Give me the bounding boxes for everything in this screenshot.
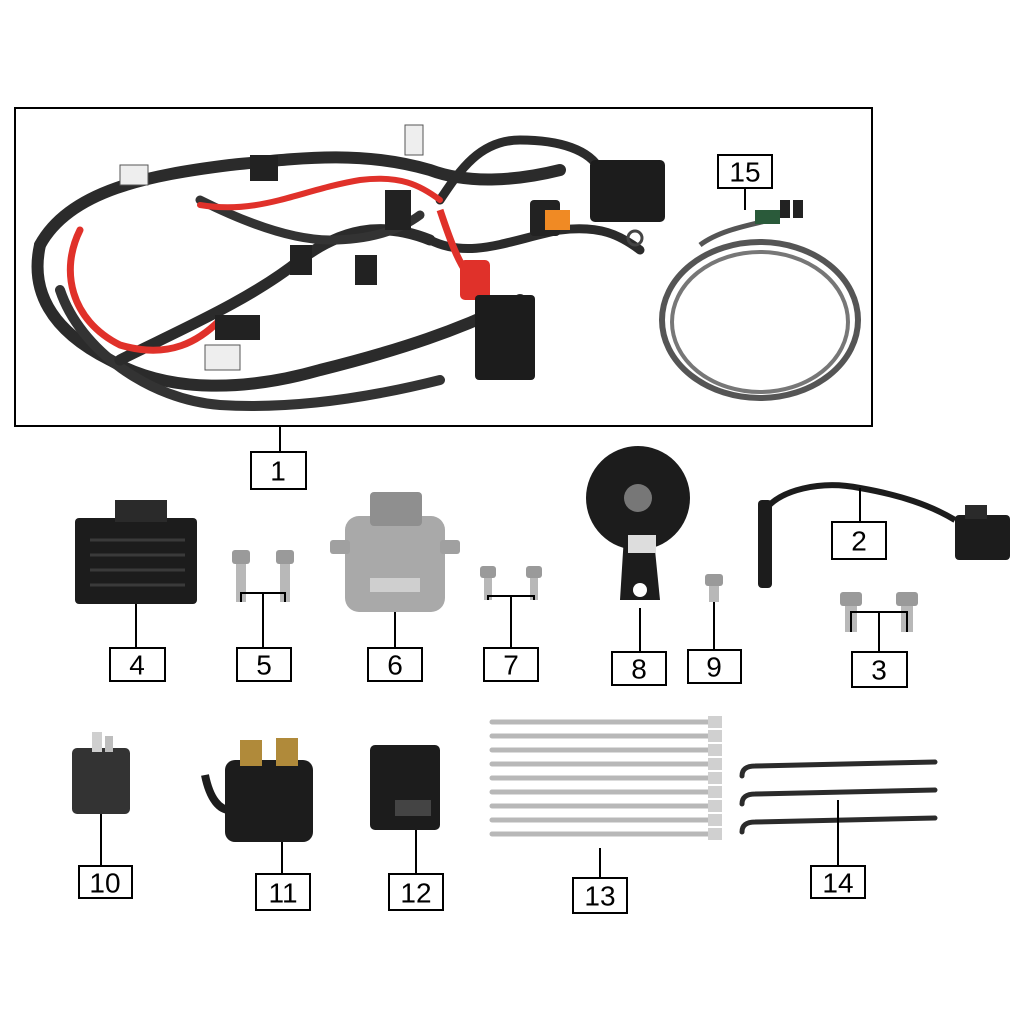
ecu-illustration [330, 492, 460, 612]
starter-relay-illustration [201, 738, 313, 842]
cable-ties-illustration [489, 716, 722, 840]
callout-label: 4 [129, 650, 145, 681]
callout-label: 3 [871, 655, 887, 686]
callout-13: 13 [572, 877, 628, 914]
regulator-illustration [75, 500, 197, 604]
callout-label: 11 [268, 878, 297, 909]
callout-label: 7 [503, 650, 519, 681]
bolts-7-illustration [480, 566, 542, 600]
callout-label: 6 [387, 650, 403, 681]
callout-label: 9 [706, 652, 722, 683]
callout-label: 8 [631, 654, 647, 685]
callout-10: 10 [78, 865, 133, 899]
callout-label: 12 [400, 878, 431, 909]
callout-7: 7 [483, 647, 539, 682]
sub-harness-illustration [659, 200, 861, 401]
callout-8: 8 [611, 651, 667, 686]
callout-label: 1 [270, 456, 286, 487]
bolt-9-illustration [705, 574, 723, 602]
callout-14: 14 [810, 865, 866, 899]
callout-2: 2 [831, 521, 887, 560]
callout-11: 11 [255, 873, 311, 911]
callout-1: 1 [250, 451, 307, 490]
wiring-harness-illustration [31, 124, 665, 411]
flasher-relay-illustration [72, 732, 130, 814]
horn-illustration [586, 446, 690, 600]
callout-label: 15 [729, 157, 760, 188]
callout-5: 5 [236, 647, 292, 682]
harness-frame [14, 107, 873, 427]
callout-label: 14 [822, 868, 853, 899]
callout-label: 13 [584, 881, 615, 912]
callout-label: 10 [89, 868, 120, 899]
bolts-5-illustration [232, 550, 294, 602]
callout-label: 2 [851, 526, 867, 557]
callout-9: 9 [687, 649, 742, 684]
leader-lines [100, 188, 908, 878]
callout-15: 15 [717, 154, 773, 189]
callout-6: 6 [367, 647, 423, 682]
callout-12: 12 [388, 873, 444, 911]
relay-module-illustration [370, 745, 440, 830]
callout-label: 5 [256, 650, 272, 681]
ignition-coil-illustration [758, 482, 1010, 588]
callout-4: 4 [109, 647, 166, 682]
clamp-ties-illustration [739, 759, 938, 835]
callout-3: 3 [851, 651, 908, 688]
